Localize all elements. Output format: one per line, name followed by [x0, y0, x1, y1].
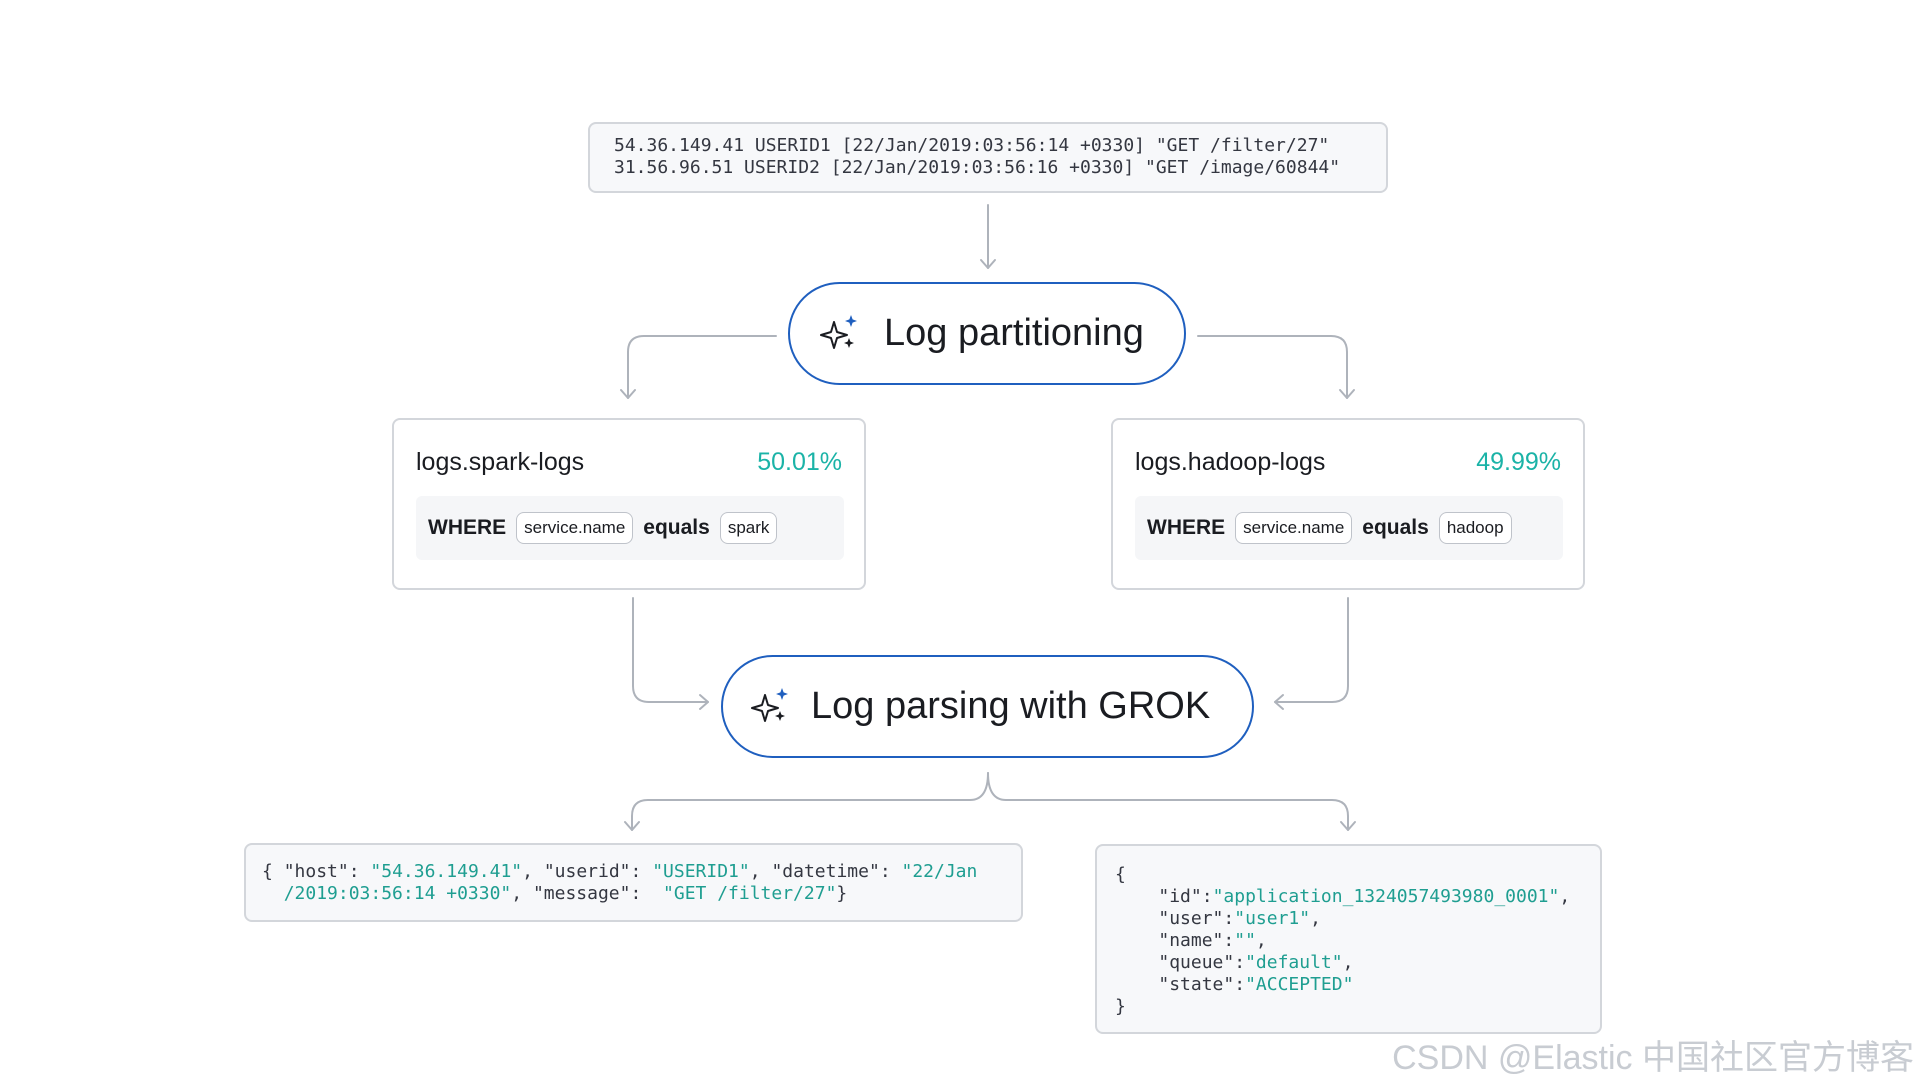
field-chip: service.name [516, 512, 634, 544]
watermark: CSDN @Elastic 中国社区官方博客 [1392, 1039, 1914, 1077]
raw-log-line: 31.56.96.51 USERID2 [22/Jan/2019:03:56:1… [614, 157, 1341, 178]
field-chip: service.name [1235, 512, 1353, 544]
json-line: "state":"ACCEPTED" [1158, 974, 1354, 995]
json-line: { "host": "54.36.149.41", "userid": "USE… [262, 861, 978, 882]
stream-name: logs.hadoop-logs [1135, 448, 1326, 476]
arrow-parse-to-outputs [631, 772, 989, 831]
spark-parsed-json: { "host": "54.36.149.41", "userid": "USE… [244, 843, 1023, 922]
stream-percent: 49.99% [1476, 448, 1561, 476]
value-chip: spark [719, 512, 778, 544]
json-line: "user":"user1", [1158, 908, 1321, 929]
json-line: "queue":"default", [1158, 952, 1354, 973]
routing-condition: WHERE service.name equals spark [416, 496, 844, 560]
step-label: Log parsing with GROK [811, 685, 1211, 727]
log-parsing-step: Log parsing with GROK [721, 655, 1254, 758]
stream-card-hadoop[interactable]: logs.hadoop-logs 49.99% WHERE service.na… [1111, 418, 1585, 590]
stream-card-spark[interactable]: logs.spark-logs 50.01% WHERE service.nam… [392, 418, 866, 590]
json-line: { [1115, 864, 1126, 885]
stream-percent: 50.01% [757, 448, 842, 476]
value-chip: hadoop [1438, 512, 1512, 544]
json-line: /2019:03:56:14 +0330", "message": "GET /… [283, 883, 848, 904]
stream-name: logs.spark-logs [416, 448, 585, 476]
where-keyword: WHERE [428, 516, 507, 539]
arrow-partition-to-hadoop [1197, 335, 1348, 399]
routing-condition: WHERE service.name equals hadoop [1135, 496, 1563, 560]
sparkle-icon [751, 687, 788, 722]
sparkle-icon [820, 314, 857, 349]
log-partitioning-step: Log partitioning [788, 282, 1186, 385]
raw-log-line: 54.36.149.41 USERID1 [22/Jan/2019:03:56:… [614, 135, 1330, 156]
json-line: } [1115, 996, 1126, 1017]
json-line: "name":"", [1158, 930, 1267, 951]
arrow-partition-to-spark [627, 335, 777, 399]
hadoop-parsed-json: { "id":"application_1324057493980_0001",… [1095, 844, 1602, 1034]
arrow-hadoop-to-parse [1274, 597, 1349, 703]
json-line: "id":"application_1324057493980_0001", [1158, 886, 1571, 907]
step-label: Log partitioning [884, 312, 1144, 354]
arrow-spark-to-parse [632, 597, 709, 703]
operator-keyword: equals [643, 516, 710, 539]
where-keyword: WHERE [1147, 516, 1226, 539]
operator-keyword: equals [1362, 516, 1429, 539]
raw-log-box: 54.36.149.41 USERID1 [22/Jan/2019:03:56:… [588, 122, 1388, 193]
